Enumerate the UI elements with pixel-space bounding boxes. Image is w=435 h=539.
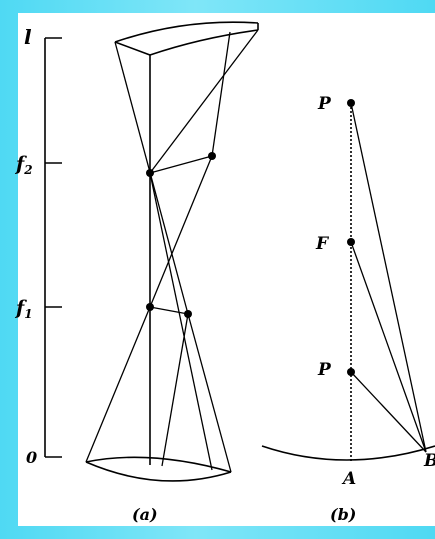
dot-f2-left <box>146 169 154 177</box>
label-f1: f1 <box>14 297 33 321</box>
ray-bottom-right <box>187 313 232 473</box>
top-element-outer <box>114 21 259 43</box>
cross-link-f2 <box>149 155 213 174</box>
cross-link-f1 <box>149 306 189 315</box>
bottom-element-lower <box>85 461 232 482</box>
label-right-edge: B <box>423 451 435 471</box>
label-a: A <box>341 469 356 489</box>
ray-bottom-center <box>161 313 189 467</box>
top-element-inner <box>114 29 259 56</box>
ray-top-mid <box>211 31 231 157</box>
label-p-top: P <box>317 94 332 114</box>
dot-p-bottom <box>347 368 355 376</box>
caption-b: (b) <box>330 505 356 524</box>
dot-p-top <box>347 99 355 107</box>
figure-b: P F P A B (b) <box>261 94 435 524</box>
ray-bottom-left <box>85 306 151 463</box>
label-zero: 0 <box>26 448 37 467</box>
bottom-element-upper <box>85 456 232 473</box>
label-f2: f2 <box>14 153 33 177</box>
label-f: F <box>315 234 330 254</box>
ray-p-bottom <box>350 371 427 453</box>
ray-long-diagonal <box>149 172 213 471</box>
ray-f <box>350 241 427 453</box>
label-p-bottom: P <box>317 360 332 380</box>
caption-a: (a) <box>132 505 158 524</box>
mirror-arc <box>261 445 435 461</box>
ray-f2-to-f1 <box>149 155 213 308</box>
dot-f1-left <box>146 303 154 311</box>
dot-f <box>347 238 355 246</box>
figure-panel <box>18 13 435 526</box>
ray-p-top <box>350 102 427 453</box>
label-l: l <box>24 25 32 49</box>
dot-f1-right <box>184 310 192 318</box>
ray-top-right-a <box>149 29 259 174</box>
figure-a: l f2 f1 0 (a) <box>14 21 259 524</box>
dot-f2-right <box>208 152 216 160</box>
